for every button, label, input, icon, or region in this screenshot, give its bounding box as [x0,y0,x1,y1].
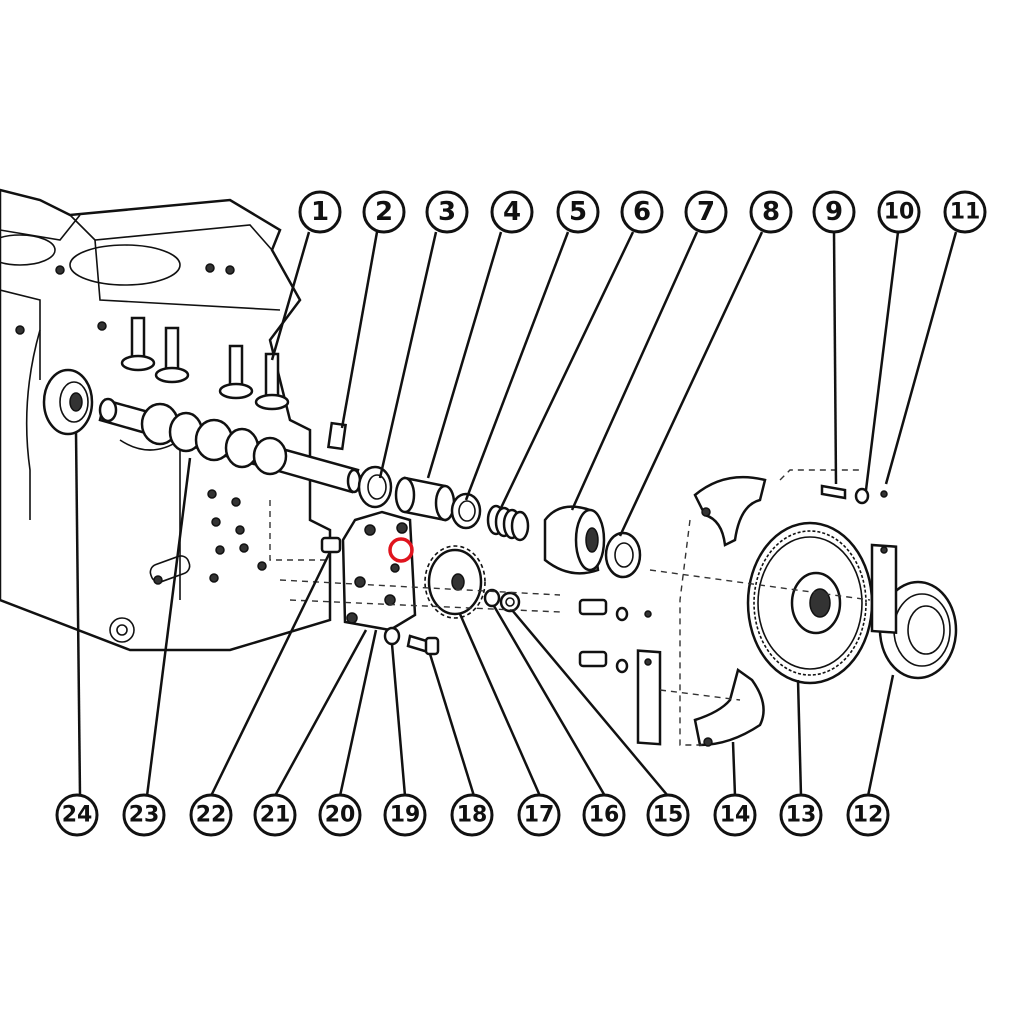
leader-lines [74,231,958,797]
svg-text:2: 2 [375,197,393,227]
callout-2: 2 [362,190,406,234]
seal-ring [604,531,642,579]
front-ball-bearing [42,368,94,436]
callout-20: 20 [318,793,362,837]
oil-pump-body [341,510,417,632]
svg-text:8: 8 [762,197,780,227]
callout-4: 4 [490,190,534,234]
callout-10: 10 [877,190,921,234]
counterweight-upper [693,475,767,547]
svg-text:10: 10 [884,200,915,225]
highlight-marker [388,537,414,563]
callout-19: 19 [383,793,427,837]
tappet-set [120,316,290,411]
svg-text:16: 16 [589,803,620,828]
callout-6: 6 [620,190,664,234]
callout-23: 23 [122,793,166,837]
callout-13: 13 [779,793,823,837]
pump-gear [424,545,486,619]
locking-plate-lower [636,610,662,746]
spacer-ring [450,492,482,530]
callout-17: 17 [517,793,561,837]
callout-16: 16 [582,793,626,837]
svg-text:20: 20 [325,803,356,828]
svg-text:9: 9 [825,197,843,227]
pump-dowel [320,536,342,554]
bolt-upper [820,484,870,505]
callout-12: 12 [846,793,890,837]
svg-text:1: 1 [311,197,329,227]
svg-text:13: 13 [786,803,817,828]
svg-text:6: 6 [633,197,651,227]
svg-text:5: 5 [569,197,587,227]
callouts-top: 1 2 3 4 5 6 7 8 [298,190,987,234]
callout-18: 18 [450,793,494,837]
callout-24: 24 [55,793,99,837]
spring [486,504,530,542]
callout-14: 14 [713,793,757,837]
svg-text:11: 11 [950,200,981,225]
callout-22: 22 [189,793,233,837]
thrust-washer [357,465,393,509]
svg-text:18: 18 [457,803,488,828]
bolt-mid [578,598,629,622]
nut [499,591,521,613]
counterweight-lower [693,667,765,747]
svg-text:14: 14 [720,803,751,828]
svg-text:15: 15 [653,803,684,828]
svg-text:24: 24 [62,803,93,828]
camshaft [98,397,362,494]
callout-5: 5 [556,190,600,234]
screw-washer [383,626,401,646]
svg-text:22: 22 [196,803,227,828]
svg-text:17: 17 [524,803,555,828]
callout-3: 3 [425,190,469,234]
bushing [394,476,456,522]
svg-text:7: 7 [697,197,715,227]
drive-gear-assembly [746,521,874,685]
callout-9: 9 [812,190,856,234]
svg-text:4: 4 [503,197,521,227]
cup-housing [543,505,606,575]
svg-text:3: 3 [438,197,456,227]
callouts-bottom: 24 23 22 21 20 19 18 17 [55,793,890,837]
svg-text:23: 23 [129,803,160,828]
callout-21: 21 [253,793,297,837]
small-washer [483,588,501,608]
callout-7: 7 [684,190,728,234]
callout-1: 1 [298,190,342,234]
bolt-low [578,650,629,674]
assembly-lines [269,469,871,746]
screw [406,634,440,656]
locking-plate-upper [870,490,898,634]
callout-11: 11 [943,190,987,234]
callout-15: 15 [646,793,690,837]
svg-text:19: 19 [390,803,421,828]
svg-text:21: 21 [260,803,291,828]
callout-8: 8 [749,190,793,234]
svg-text:12: 12 [853,803,884,828]
